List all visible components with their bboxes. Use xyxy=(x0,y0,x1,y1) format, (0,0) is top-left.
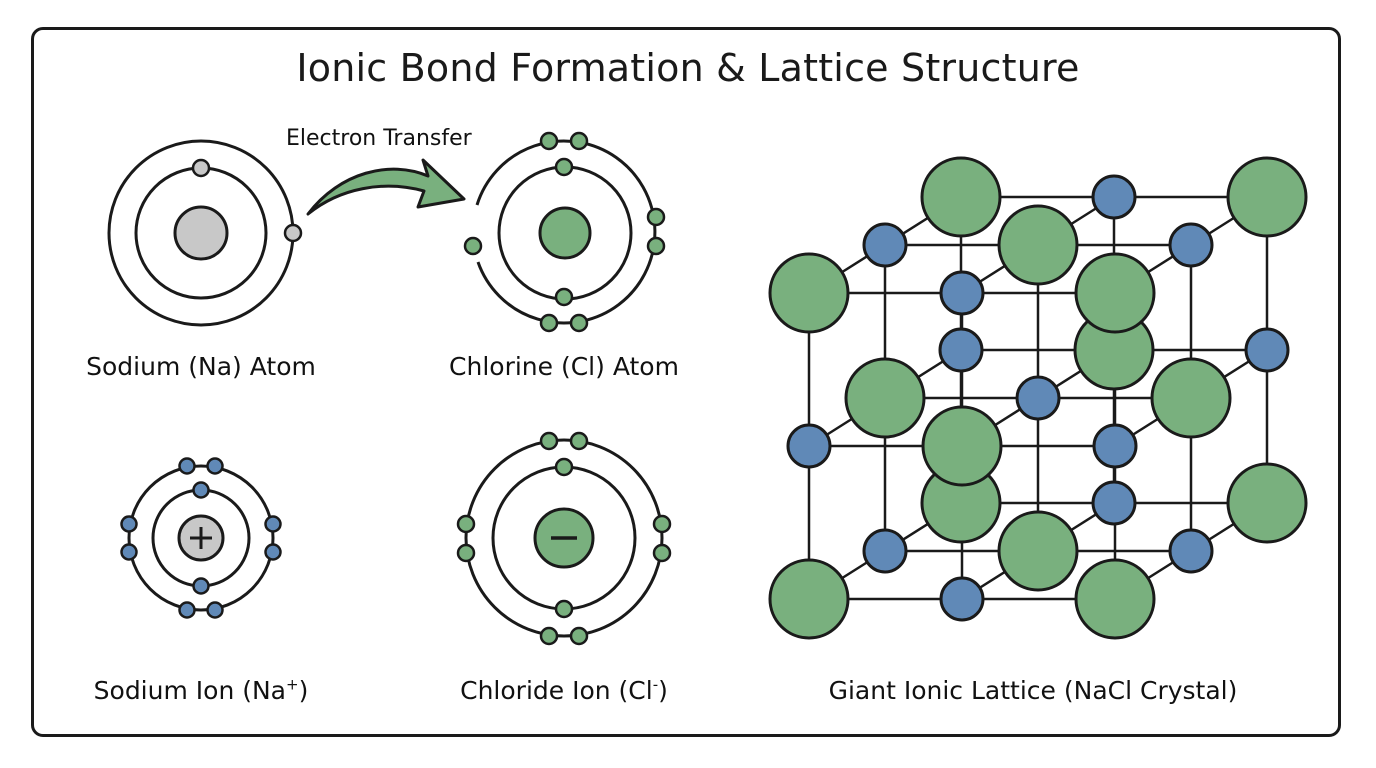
sodium-ion-sphere xyxy=(938,327,984,373)
chlorine-electron xyxy=(539,313,559,333)
chlorine-atom xyxy=(463,131,666,333)
chloride-ion-sphere xyxy=(997,204,1079,286)
sodium-electron xyxy=(191,158,211,178)
chloride-ion-electron xyxy=(456,514,476,534)
chlorine-electron xyxy=(539,131,559,151)
plus-sign-icon xyxy=(190,527,212,549)
sodium-ion-sphere xyxy=(862,528,908,574)
chlorine-outer-shell xyxy=(475,139,657,325)
sodium-ion xyxy=(120,457,282,619)
sodium-ion-outer-shell xyxy=(127,464,275,612)
sodium-ion-sphere xyxy=(786,423,832,469)
sodium-nucleus xyxy=(173,205,229,261)
chlorine-electron xyxy=(569,131,589,151)
sodium-ion-electron xyxy=(264,515,282,533)
chloride-ion-electron xyxy=(554,599,574,619)
sodium-ion-electron xyxy=(178,601,196,619)
sodium-ion-label-close: ) xyxy=(298,676,309,705)
sodium-ion-charge: + xyxy=(286,675,299,694)
sodium-valence-electron xyxy=(283,223,303,243)
sodium-atom xyxy=(107,139,303,327)
sodium-ion-electron xyxy=(192,577,210,595)
chlorine-electron xyxy=(646,236,666,256)
chloride-ion-electron xyxy=(456,543,476,563)
chloride-ion-sphere xyxy=(920,156,1002,238)
chloride-ion-sphere xyxy=(1074,558,1156,640)
sodium-ion-electron xyxy=(264,543,282,561)
sodium-ion-electron xyxy=(120,543,138,561)
chlorine-nucleus xyxy=(538,206,592,260)
sodium-ion-electron xyxy=(120,515,138,533)
sodium-ion-sphere xyxy=(862,222,908,268)
chloride-ion-electron xyxy=(569,431,589,451)
chloride-ion-sphere xyxy=(768,558,850,640)
sodium-ion-sphere xyxy=(1091,480,1137,526)
chloride-ion-sphere xyxy=(921,405,1003,487)
sodium-ion-sphere xyxy=(1091,174,1137,220)
sodium-ion-sphere xyxy=(1092,423,1138,469)
chlorine-atom-label: Chlorine (Cl) Atom xyxy=(449,352,679,381)
sodium-atom-label: Sodium (Na) Atom xyxy=(86,352,316,381)
sodium-ion-sphere xyxy=(939,576,985,622)
sodium-ion-sphere xyxy=(1244,327,1290,373)
sodium-ion-electron xyxy=(206,457,224,475)
chloride-ion-electron xyxy=(652,514,672,534)
sodium-ion-electron xyxy=(178,457,196,475)
diagram-title: Ionic Bond Formation & Lattice Structure xyxy=(296,46,1080,90)
sodium-ion-label: Sodium Ion (Na+) xyxy=(94,676,309,705)
lattice-label: Giant Ionic Lattice (NaCl Crystal) xyxy=(828,676,1238,705)
chloride-ion-electron xyxy=(539,626,559,646)
chloride-ion-electron xyxy=(539,431,559,451)
sodium-ion-sphere xyxy=(1168,528,1214,574)
chloride-ion-charge: - xyxy=(652,675,659,694)
chloride-ion-electron xyxy=(554,457,574,477)
chloride-ion-sphere xyxy=(768,252,850,334)
chlorine-electron xyxy=(646,207,666,227)
chloride-ion-sphere xyxy=(1150,357,1232,439)
sodium-ion-electron xyxy=(192,481,210,499)
chloride-ion-outer-shell xyxy=(464,438,664,638)
chlorine-electron xyxy=(554,287,574,307)
chloride-ion-label-close: ) xyxy=(658,676,668,705)
chloride-ion-sphere xyxy=(1074,252,1156,334)
chlorine-electron xyxy=(554,157,574,177)
transferred-electron xyxy=(463,236,483,256)
sodium-ion-sphere xyxy=(1015,375,1061,421)
chloride-ion-sphere xyxy=(997,510,1079,592)
chlorine-electron xyxy=(569,313,589,333)
electron-transfer-arrow-icon xyxy=(306,158,466,216)
chloride-ion-label-text: Chloride Ion (Cl xyxy=(460,676,653,705)
chloride-ion-sphere xyxy=(1226,462,1308,544)
chloride-ion-electron xyxy=(569,626,589,646)
electron-transfer-label: Electron Transfer xyxy=(286,126,472,151)
nacl-lattice xyxy=(768,156,1308,640)
sodium-ion-electron xyxy=(206,601,224,619)
chloride-ion-sphere xyxy=(1226,156,1308,238)
chloride-ion-label: Chloride Ion (Cl-) xyxy=(460,676,668,705)
sodium-ion-sphere xyxy=(1168,222,1214,268)
chloride-ion-electron xyxy=(652,543,672,563)
sodium-ion-sphere xyxy=(939,270,985,316)
chloride-ion-sphere xyxy=(844,357,926,439)
chloride-ion xyxy=(456,431,672,646)
sodium-ion-label-text: Sodium Ion (Na xyxy=(93,676,287,705)
